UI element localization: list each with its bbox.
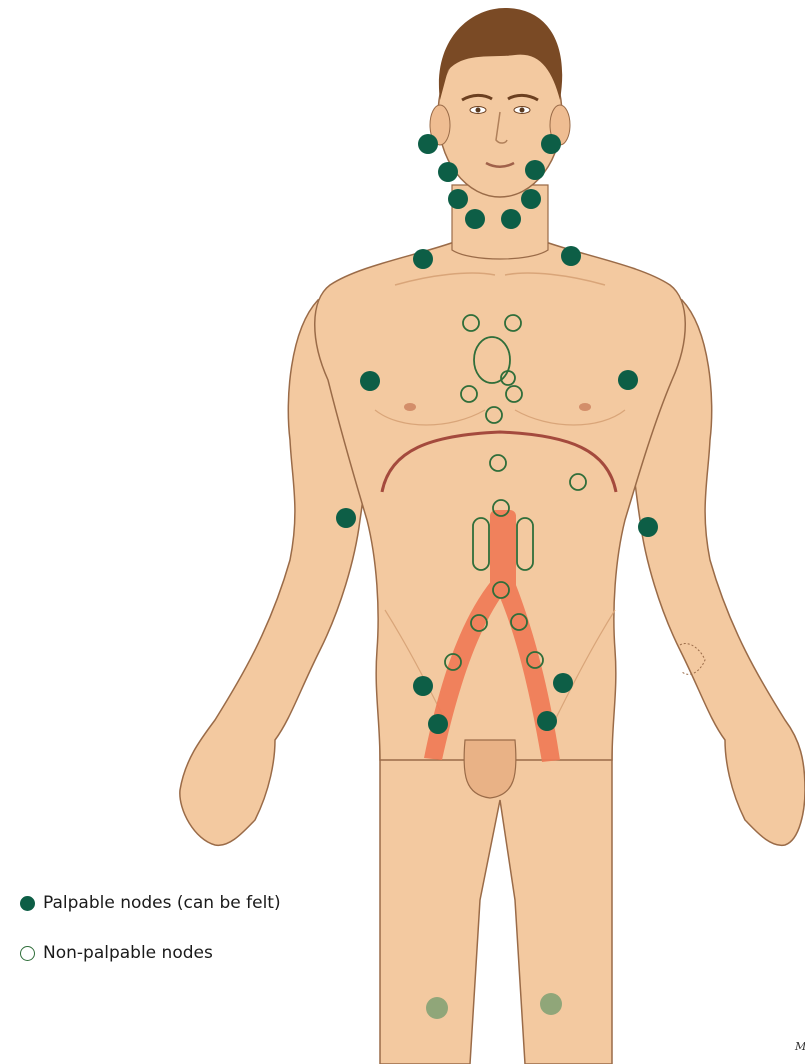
legend-non-palpable: Non-palpable nodes: [20, 943, 213, 963]
palpable-node: [525, 160, 545, 180]
right-nipple: [579, 403, 591, 411]
palpable-node: [418, 134, 438, 154]
legend-non-palpable-label: Non-palpable nodes: [43, 943, 213, 963]
non-palpable-legend-icon: [20, 946, 35, 961]
palpable-node: [521, 189, 541, 209]
legend-palpable: Palpable nodes (can be felt): [20, 893, 281, 913]
palpable-node: [501, 209, 521, 229]
palpable-node: [413, 676, 433, 696]
left-knee-node: [426, 997, 448, 1019]
palpable-node: [537, 711, 557, 731]
palpable-node: [465, 209, 485, 229]
palpable-legend-icon: [20, 896, 35, 911]
legend-palpable-label: Palpable nodes (can be felt): [43, 893, 281, 913]
palpable-node: [561, 246, 581, 266]
palpable-node: [413, 249, 433, 269]
right-knee-node: [540, 993, 562, 1015]
palpable-node: [638, 517, 658, 537]
image-credit: M: [795, 1040, 805, 1053]
palpable-node: [618, 370, 638, 390]
palpable-node: [438, 162, 458, 182]
palpable-node: [553, 673, 573, 693]
genitals: [464, 740, 516, 798]
palpable-node: [541, 134, 561, 154]
palpable-node: [448, 189, 468, 209]
left-nipple: [404, 403, 416, 411]
palpable-node: [360, 371, 380, 391]
palpable-node: [428, 714, 448, 734]
palpable-node: [336, 508, 356, 528]
